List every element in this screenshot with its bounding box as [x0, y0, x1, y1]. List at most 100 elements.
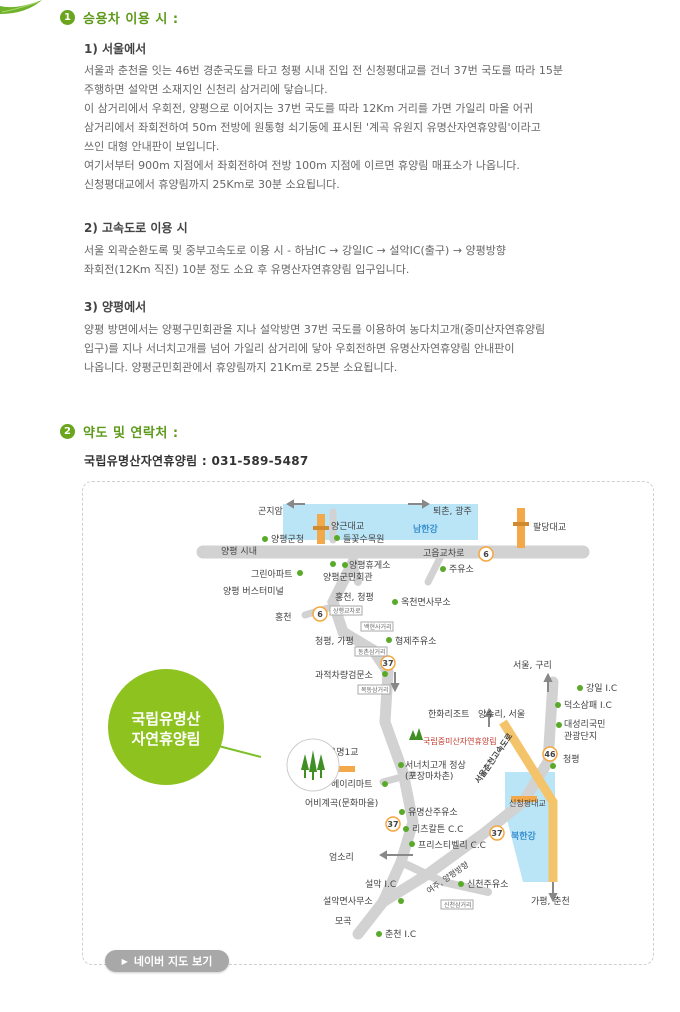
- route-badge: 37: [489, 825, 505, 841]
- map-label: 한화리조트: [428, 709, 469, 720]
- text-line: 이 삼거리에서 우회전, 양평으로 이어지는 37번 국도를 따라 12Km 거…: [84, 102, 534, 115]
- section-number-badge: 1: [60, 10, 75, 25]
- text-line: 삼거리에서 좌회전하여 50m 전방에 원통형 쇠기둥에 표시된 '계곡 유원지…: [84, 121, 541, 134]
- map-label: (포장마차촌): [405, 770, 453, 782]
- text-line: 양평 방면에서는 양평구민회관을 지나 설악방면 37번 국도를 이용하여 농다…: [84, 323, 546, 336]
- map-label: 양수리, 서울: [478, 709, 525, 720]
- map-label: 양평군청: [271, 534, 304, 545]
- route-badge: 6: [478, 546, 494, 562]
- contact-info: 국립유명산자연휴양림 : 031-589-5487: [84, 454, 309, 468]
- text-line: 여기서부터 900m 지점에서 좌회전하여 전방 100m 지점에 이르면 휴양…: [84, 159, 520, 172]
- button-label: 네이버 지도 보기: [133, 955, 213, 968]
- map-label: 유명1교: [328, 747, 359, 758]
- map-label: 팔당대교: [533, 521, 566, 533]
- road: [397, 858, 492, 896]
- svg-text:6: 6: [483, 550, 489, 559]
- section-title: 승용차 이용 시 :: [83, 12, 179, 27]
- map-label: 신천주유소: [467, 879, 508, 890]
- leaf-decoration: [0, 0, 42, 14]
- text-line: 주행하면 설악면 소재지인 신천리 삼거리에 닿습니다.: [84, 83, 328, 96]
- forest-icon: [286, 738, 340, 792]
- small-sign: 동촌삼거리: [358, 648, 386, 656]
- section-title: 약도 및 연락처 :: [83, 426, 179, 441]
- map-label: 주유소: [449, 564, 474, 575]
- route-badge: 37: [380, 655, 396, 671]
- map-label: 신청평대교: [509, 798, 546, 808]
- text-line: 신청평대교에서 휴양림까지 25Km로 30분 소요됩니다.: [84, 178, 340, 191]
- map-label: 프리스티벨리 C.C: [418, 840, 486, 851]
- map-label: 옥천면사무소: [401, 597, 451, 608]
- section-map-header: 2 약도 및 연락처 :: [60, 422, 179, 441]
- section-car-header: 1 승용차 이용 시 :: [60, 8, 179, 27]
- route-seoul-title: 1) 서울에서: [84, 42, 147, 56]
- route-badge: 37: [385, 816, 401, 832]
- svg-text:37: 37: [382, 659, 393, 668]
- map-label: 서울, 구리: [513, 660, 552, 671]
- map-label: 강일 I.C: [586, 683, 617, 694]
- map-label: 고읍교차로: [423, 547, 464, 559]
- map-label: 곤지암: [258, 505, 283, 517]
- text-line: 서울 외곽순환도록 및 중부고속도로 이용 시 - 하남IC → 강일IC → …: [84, 244, 507, 257]
- route-seoul-text: 서울과 춘천을 잇는 46번 경춘국도를 타고 청평 시내 진입 전 신청평대교…: [84, 61, 654, 194]
- map-label: 들꽃수목원: [343, 534, 384, 545]
- route-expressway-title: 2) 고속도로 이용 시: [84, 221, 188, 235]
- route-expressway-text: 서울 외곽순환도록 및 중부고속도로 이용 시 - 하남IC → 강일IC → …: [84, 241, 654, 279]
- map-label: 퇴촌, 광주: [433, 505, 472, 517]
- section-number-badge: 2: [60, 424, 75, 439]
- destination-bubble: 국립유명산 자연휴양림: [108, 669, 224, 785]
- map-label: 그린아파트: [251, 569, 292, 580]
- road: [327, 556, 419, 940]
- map-label: 어비계곡(문화마을): [305, 797, 378, 809]
- map-label: 청평, 가평: [315, 636, 354, 647]
- route-yangpyeong-title: 3) 양평에서: [84, 300, 147, 314]
- map-label: 서너치고개 정상: [405, 759, 466, 771]
- map-label: 관광단지: [564, 730, 597, 742]
- map-label: 양평휴게소: [349, 560, 390, 571]
- bridge-icon: [511, 796, 537, 802]
- road: [424, 548, 447, 586]
- map-label: 홍천, 청평: [335, 591, 374, 603]
- bridge-icon: [313, 514, 329, 544]
- naver-map-button[interactable]: ▶ 네이버 지도 보기: [105, 950, 229, 972]
- route-badge: 6: [312, 606, 328, 622]
- expressway-road: [499, 719, 558, 882]
- map-label: 설악면사무소: [323, 895, 373, 907]
- small-sign: 백현사거리: [364, 623, 392, 631]
- bridge-icon: [331, 766, 355, 772]
- map-label: 덕소삼패 I.C: [564, 700, 612, 711]
- map-label: 헤이리마트: [331, 778, 372, 790]
- text-line: 서울과 춘천을 잇는 46번 경춘국도를 타고 청평 시내 진입 전 신청평대교…: [84, 64, 563, 77]
- text-line: 나옵니다. 양평군민회관에서 휴양림까지 21Km로 25분 소요됩니다.: [84, 361, 398, 374]
- small-sign: 복동삼거리: [361, 686, 389, 694]
- map-label: 리츠칼튼 C.C: [412, 824, 463, 835]
- svg-text:37: 37: [387, 820, 398, 829]
- map-label: 형제주유소: [395, 636, 436, 647]
- text-line: 좌회전(12Km 직진) 10분 정도 소요 후 유명산자연휴양림 입구입니다.: [84, 263, 410, 276]
- svg-text:37: 37: [491, 829, 502, 838]
- map-label: 양평 버스터미널: [223, 586, 284, 597]
- route-badge: 46: [542, 746, 558, 762]
- map-label: 설악 I.C: [365, 878, 396, 890]
- map-label: 양평 시내: [221, 546, 257, 557]
- map-label: 양근대교: [331, 521, 364, 532]
- bridge-icon: [513, 508, 529, 548]
- map-label: 대성리국민: [564, 719, 605, 730]
- map-label: 춘천 I.C: [385, 929, 416, 940]
- map-label: 양평군민회관: [323, 572, 373, 583]
- svg-text:6: 6: [317, 610, 323, 619]
- map-label: 가평, 춘천: [531, 896, 570, 907]
- map-label: 홍천: [275, 611, 292, 623]
- directions-map: 6 6 37 37 37 46 곤지암 퇴촌, 광주 남한강 양근대교 팔당대교…: [82, 481, 654, 965]
- map-label: 북한강: [511, 830, 537, 842]
- map-label: 유명산주유소: [408, 807, 458, 818]
- map-label: 국립중미산자연휴양림: [423, 736, 497, 746]
- map-label: 남한강: [413, 523, 439, 535]
- forest-icon: [409, 728, 423, 740]
- map-label: 엄소리: [329, 851, 354, 863]
- road: [379, 770, 417, 786]
- bubble-text: 국립유명산: [131, 710, 200, 728]
- route-yangpyeong-text: 양평 방면에서는 양평구민회관을 지나 설악방면 37번 국도를 이용하여 농다…: [84, 320, 654, 377]
- svg-text:46: 46: [544, 750, 556, 759]
- text-line: 입구)를 지나 서너치고개를 넘어 가일리 삼거리에 닿아 우회전하면 유명산자…: [84, 342, 515, 355]
- map-label: 모곡: [335, 916, 352, 927]
